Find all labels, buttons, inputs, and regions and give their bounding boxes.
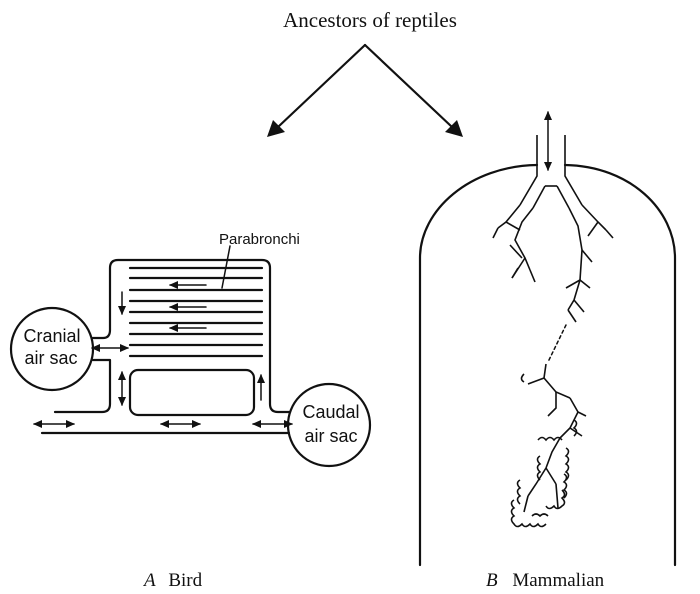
parabronchi-lines	[128, 266, 264, 358]
terminal-bronchioles	[523, 363, 587, 513]
divergence-arrows	[267, 43, 463, 137]
panel-a-name: Bird	[168, 570, 202, 591]
left-bronchial-tree	[492, 204, 536, 283]
diagram-title: Ancestors of reptiles	[283, 8, 457, 32]
parabronchi-flow-arrows	[169, 281, 207, 332]
bronchial-tubing	[91, 258, 291, 414]
panel-b-letter: B	[486, 570, 498, 591]
caudal-air-sac-label-line1: Caudal	[302, 402, 359, 422]
lung-outline	[418, 163, 677, 567]
bronchiole-continuation	[547, 324, 567, 363]
mammalian-lung	[418, 111, 677, 567]
panel-b-caption: B Mammalian	[486, 570, 605, 591]
caudal-air-sac	[286, 382, 372, 468]
parabronchi-label: Parabronchi	[219, 231, 300, 248]
panel-b-name: Mammalian	[512, 570, 604, 591]
panel-a-caption: A Bird	[142, 570, 203, 591]
dorsobronchi-chamber	[128, 368, 256, 417]
cranial-air-sac-label-line1: Cranial	[23, 326, 80, 346]
arrowhead-to-bird	[267, 120, 285, 137]
caudal-air-sac-label-line2: air sac	[304, 426, 357, 446]
panel-a-letter: A	[142, 570, 156, 591]
bird-respiratory-system: Parabronchi Cranial air sac Caudal air s…	[9, 231, 372, 468]
cranial-air-sac-label-line2: air sac	[24, 348, 77, 368]
right-bronchial-tree	[565, 204, 614, 323]
trachea	[519, 135, 583, 209]
alveolar-clusters	[510, 373, 578, 528]
arrowhead-to-mammal	[445, 120, 463, 137]
parabronchi-leader-line	[221, 245, 231, 289]
